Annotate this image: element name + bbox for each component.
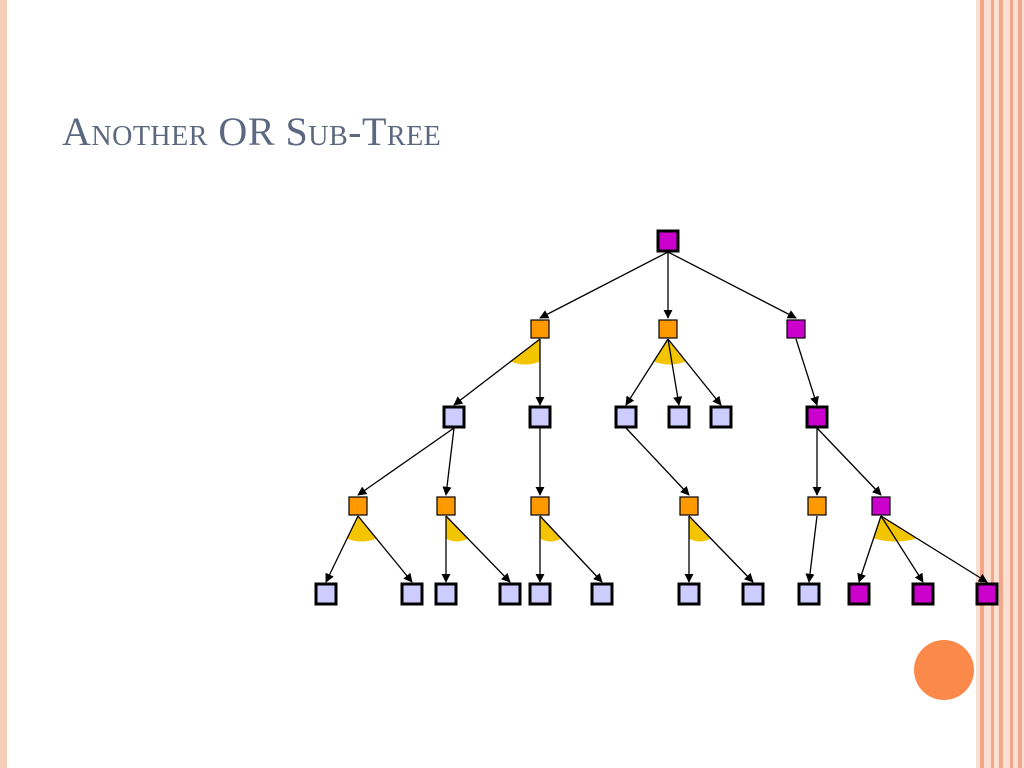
tree-edge xyxy=(625,338,669,406)
right-border-stripe xyxy=(991,0,994,768)
or-node xyxy=(807,496,827,516)
or-node xyxy=(679,496,699,516)
and-arcs xyxy=(347,339,918,542)
tree-edge xyxy=(667,251,797,319)
right-border-stripe xyxy=(999,0,1003,768)
tree-edge xyxy=(667,338,683,406)
slide-title: Another OR Sub-Tree xyxy=(62,109,442,154)
goal-node xyxy=(656,229,680,253)
goal-node xyxy=(975,582,999,606)
leaf-node xyxy=(400,582,424,606)
right-border-stripe xyxy=(1010,0,1013,768)
tree-edge xyxy=(857,515,882,583)
or-node xyxy=(530,319,550,339)
goal-node xyxy=(805,405,829,429)
tree-edge xyxy=(442,427,455,496)
leaf-node xyxy=(442,405,466,429)
tree-nodes xyxy=(314,229,999,606)
tree-edge xyxy=(445,515,511,583)
tree-edge xyxy=(667,338,722,406)
right-border-stripe xyxy=(1018,0,1022,768)
tree-edge xyxy=(357,515,413,583)
leaf-node xyxy=(797,582,821,606)
leaf-node xyxy=(741,582,765,606)
tree-edge xyxy=(805,515,818,583)
leaf-node xyxy=(528,405,552,429)
tree-edges xyxy=(325,251,988,583)
leaf-node xyxy=(667,405,691,429)
leaf-node xyxy=(709,405,733,429)
accent-circle xyxy=(914,640,974,700)
leaf-node xyxy=(498,582,522,606)
leaf-node xyxy=(528,582,552,606)
tree-edge xyxy=(325,515,359,583)
tree-edge xyxy=(539,515,603,583)
goal-node xyxy=(847,582,871,606)
tree-edge xyxy=(357,427,455,496)
tree-edge xyxy=(453,338,541,406)
leaf-node xyxy=(434,582,458,606)
goal-node xyxy=(786,319,806,339)
or-node xyxy=(530,496,550,516)
or-node xyxy=(658,319,678,339)
and-arc xyxy=(347,516,377,542)
tree-edge xyxy=(625,427,690,496)
right-border-stripe xyxy=(980,0,984,768)
or-node xyxy=(436,496,456,516)
leaf-node xyxy=(590,582,614,606)
tree-edge xyxy=(880,515,988,583)
tree-edge xyxy=(795,338,819,406)
leaf-node xyxy=(314,582,338,606)
tree-edge xyxy=(539,251,669,319)
goal-node xyxy=(871,496,891,516)
tree-edge xyxy=(880,515,924,583)
tree-edge xyxy=(816,427,882,496)
or-node xyxy=(348,496,368,516)
left-border-rule xyxy=(0,0,7,768)
goal-node xyxy=(911,582,935,606)
leaf-node xyxy=(614,405,638,429)
leaf-node xyxy=(677,582,701,606)
tree-edge xyxy=(688,515,754,583)
